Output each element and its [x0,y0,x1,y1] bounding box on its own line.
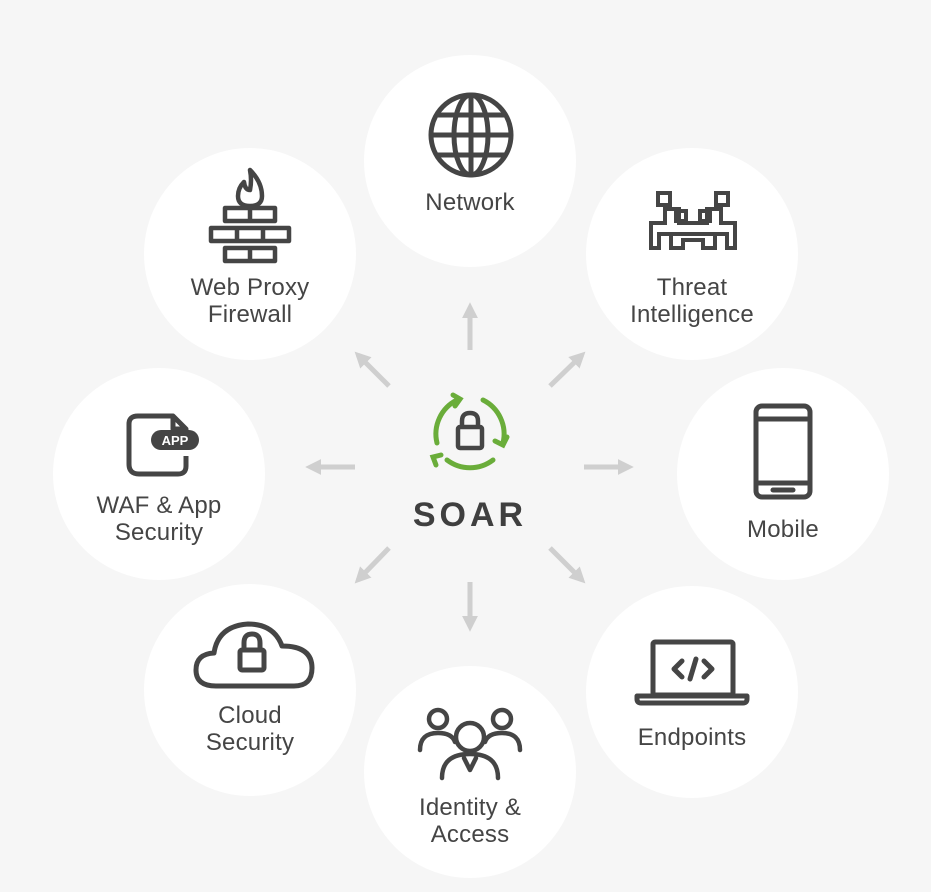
arrow-down-right [548,546,586,584]
svg-text:APP: APP [162,433,189,448]
node-cloud-security-label: Cloud Security [205,702,295,756]
node-identity-access-label: Identity & Access [418,794,522,848]
node-threat-intelligence: Threat Intelligence [586,148,798,360]
arrow-up-right [548,351,586,388]
app-file-icon: APP [126,413,199,477]
node-web-proxy-firewall: Web Proxy Firewall [144,148,356,360]
node-network-label: Network [425,189,515,216]
space-invader-icon [649,191,737,250]
node-mobile: Mobile [677,368,889,580]
arrow-up-left [354,351,391,388]
node-threat-intelligence-label: Threat Intelligence [630,274,754,328]
node-mobile-label: Mobile [747,516,819,543]
node-cloud-security: Cloud Security [144,584,356,796]
cloud-lock-icon [193,621,315,689]
node-endpoints-label: Endpoints [637,724,747,751]
node-identity-access: Identity & Access [364,666,576,878]
node-endpoints: Endpoints [586,586,798,798]
app-badge [151,430,199,450]
node-waf-app-security-label: WAF & App Security [96,492,222,546]
arrow-down-left [354,546,391,584]
firewall-flame-icon [208,167,292,264]
node-network: Network [364,55,576,267]
smartphone-icon [753,403,813,500]
soar-label: SOAR [412,496,528,534]
soar-cycle-lock-icon [429,392,510,471]
globe-icon [428,92,514,178]
users-icon [417,707,523,781]
node-web-proxy-firewall-label: Web Proxy Firewall [190,274,310,328]
node-waf-app-security: APP WAF & App Security [53,368,265,580]
laptop-code-icon [634,639,750,706]
